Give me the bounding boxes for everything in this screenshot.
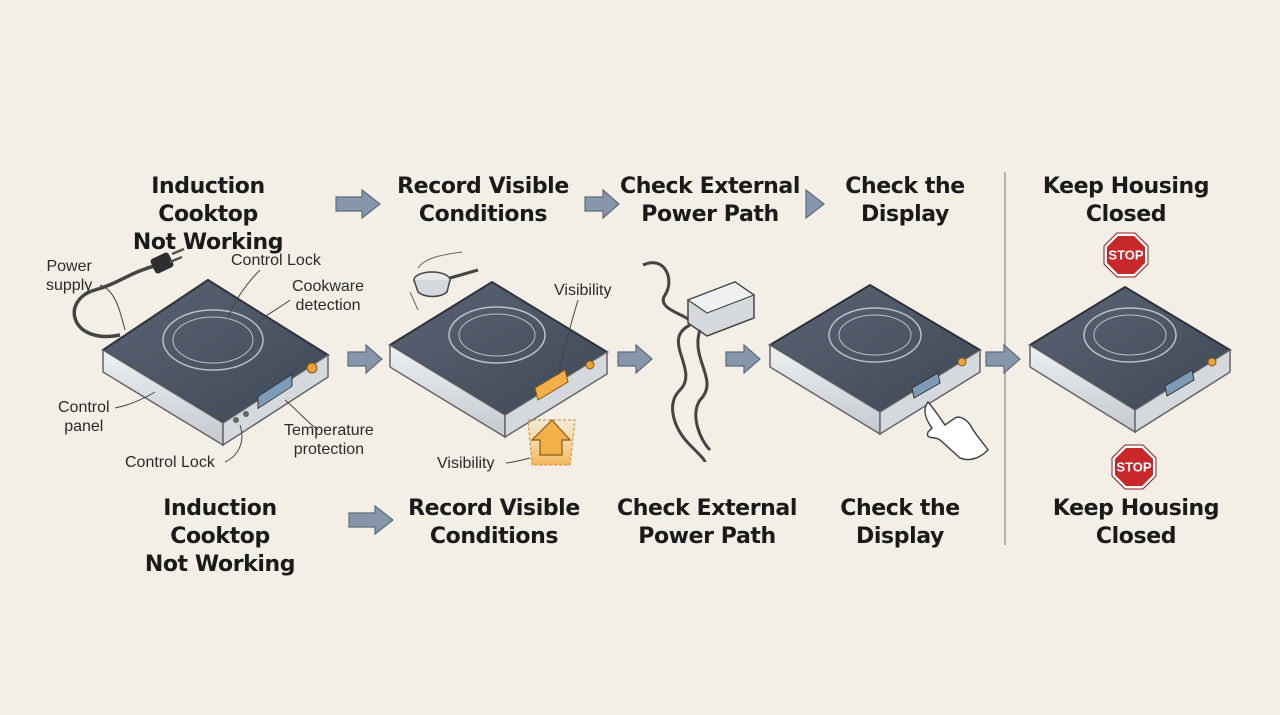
flow-arrow [985,343,1021,375]
step-title-5-bottom: Keep Housing Closed [1052,496,1220,549]
leader-line [284,399,319,431]
up-arrow-icon [527,419,576,466]
flow-arrow [725,343,761,375]
flow-arrow [347,343,383,375]
leader-line [99,284,126,331]
flow-arrow [348,504,394,536]
leader-line [114,391,156,409]
step-title-4-top: Check the Display [845,174,965,227]
leader-line [224,424,243,463]
callout-power-supply: Power supply [46,258,93,294]
step-title-3-bottom: Check External Power Path [616,496,797,549]
flow-arrow [584,188,620,220]
flow-chevron [805,188,825,220]
callout-control-lock-bottom: Control Lock [125,454,215,471]
leader-line [505,457,531,464]
power-adapter-illustration [642,261,756,463]
callout-control-lock-top: Control Lock [231,252,321,269]
callout-temperature-protection: Temperature protection [284,422,374,458]
leader-line [227,269,261,319]
stop-sign-label: STOP [1116,460,1151,475]
cooktop-illustration-3 [768,283,989,461]
step-title-4-bottom: Check the Display [840,496,960,549]
step-title-3-top: Check External Power Path [619,174,800,227]
pan-icon [409,251,479,311]
leader-line [257,299,291,323]
step-title-2-top: Record Visible Conditions [397,174,569,227]
stop-sign-label: STOP [1108,248,1143,263]
stop-sign-icon: STOP [1111,444,1157,490]
leader-line [557,299,579,376]
stop-sign-icon: STOP [1103,232,1149,278]
flow-arrow [335,188,381,220]
step-title-1-top: Induction Cooktop Not Working [132,174,284,255]
step-title-2-bottom: Record Visible Conditions [408,496,580,549]
callout-visibility-bottom: Visibility [437,455,495,472]
step-title-5-top: Keep Housing Closed [1042,174,1210,227]
step-title-1-bottom: Induction Cooktop Not Working [144,496,296,577]
pointing-hand-icon [924,400,989,461]
cooktop-illustration-2 [388,251,609,466]
flow-arrow [617,343,653,375]
callout-control-panel: Control panel [58,399,110,435]
callout-cookware-detection: Cookware detection [292,278,365,314]
power-plug-icon [150,247,185,274]
callout-visibility-top: Visibility [554,282,612,299]
cooktop-illustration-1 [72,247,330,447]
cooktop-illustration-4 [1028,285,1232,434]
